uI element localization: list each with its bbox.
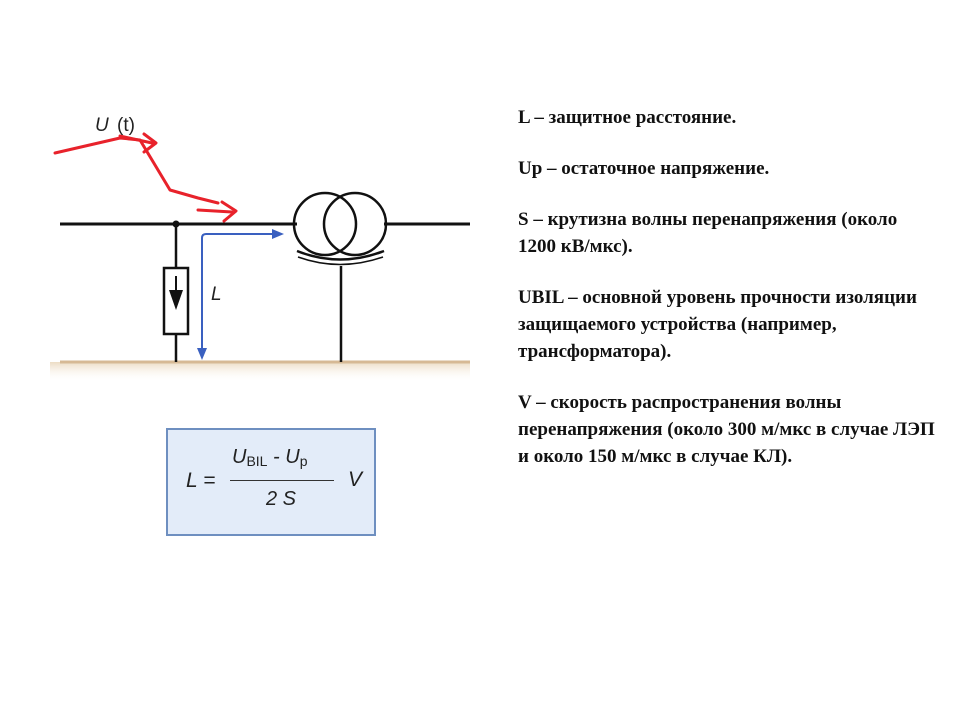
label-l: L [211,284,222,305]
definitions-list: L – защитное расстояние. Up – остаточное… [518,104,938,494]
distance-arrowhead-right [272,229,284,239]
definition-ubil: UBIL – основной уровень прочности изоляц… [518,287,917,362]
u-p-base: U [285,446,300,468]
circuit-diagram: L U (t) [50,115,470,382]
transformer-icon [292,191,388,266]
label-u-symbol: U [95,115,109,136]
u-bil-sub: BIL [246,453,268,469]
fraction-bar [230,480,334,481]
label-u: U (t) [95,115,135,136]
formula-velocity: V [348,468,363,491]
definition-up: Up – остаточное напряжение. [518,158,770,179]
protection-distance-arrow [201,233,279,356]
ground-fill [50,362,470,382]
formula-numerator: UBIL - Up [232,446,308,469]
surge-wave [53,132,238,223]
definition-v: V – скорость распространения волны перен… [518,392,935,467]
formula-lhs: L = [186,469,216,492]
formula-minus: - [267,446,286,468]
formula-box: L = UBIL - Up 2 S V [166,428,376,536]
surge-arrester-icon [162,266,190,336]
formula-denominator: 2 S [266,488,297,510]
distance-arrowhead-down [197,348,207,360]
definition-s: S – крутизна волны перенапряжения (около… [518,209,898,257]
u-p-sub: p [299,453,308,469]
label-u-time: (t) [117,115,135,136]
definition-l: L – защитное расстояние. [518,107,737,128]
u-bil-base: U [232,446,247,468]
